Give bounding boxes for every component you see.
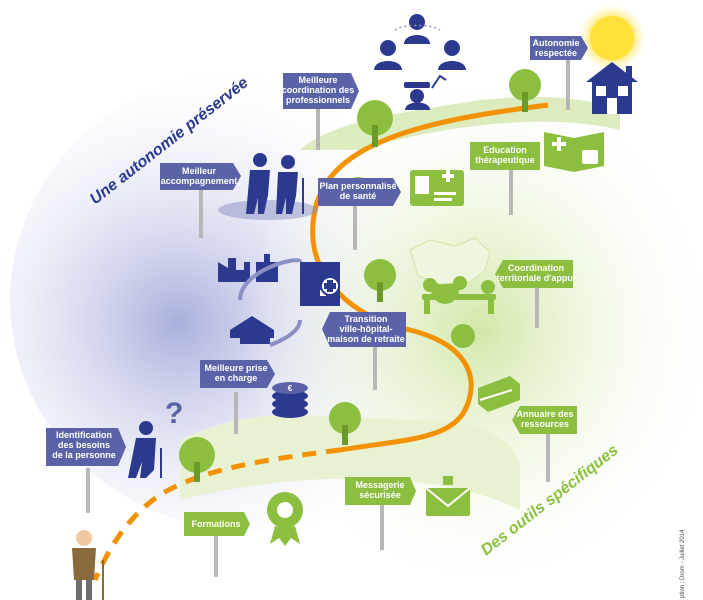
sign-formations: Formations [184, 512, 250, 536]
elderly-walker-icon [72, 530, 104, 600]
house-icon [586, 62, 638, 114]
health-card-icon [410, 170, 464, 206]
secure-envelope-icon [425, 476, 471, 516]
elderly-couple-icon [218, 153, 318, 220]
medical-team-icon [374, 14, 466, 110]
sign-posts [86, 60, 570, 577]
france-map-meeting-icon [409, 237, 496, 314]
therapeutic-book-icon [544, 132, 604, 172]
elderly-cane-icon [128, 421, 162, 478]
directory-book-icon [478, 376, 520, 412]
sun-icon [578, 4, 646, 72]
city-hospital-cycle-icon [218, 254, 340, 347]
svg-text:Formations: Formations [191, 519, 240, 529]
svg-text:€: € [288, 384, 293, 393]
award-ribbon-icon [267, 492, 303, 546]
coins-icon: € [272, 382, 308, 418]
credit-text: ption : Drom - Juillet 2014 [680, 529, 686, 598]
question-mark-icon: ? [165, 397, 183, 430]
